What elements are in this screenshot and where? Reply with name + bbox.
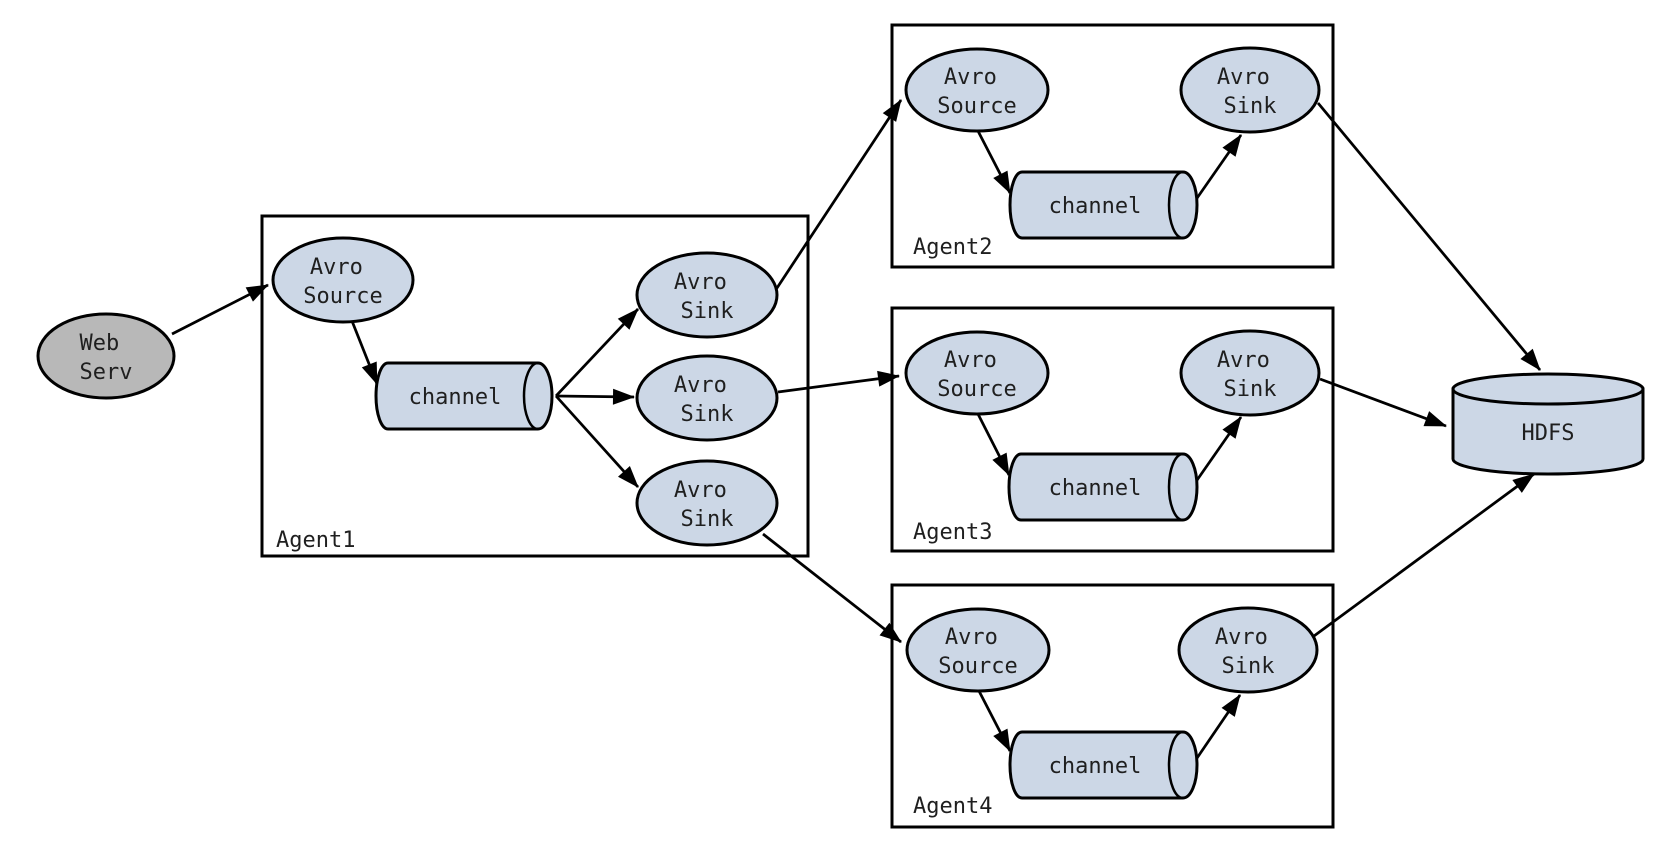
agent4-avro-sink-label: Avro Sink <box>1215 625 1281 679</box>
agent1-channel-rim <box>522 361 539 431</box>
agent4-avro-sink-node <box>1177 606 1319 694</box>
edge-agent1-sink3-to-agent4-source <box>762 532 902 644</box>
agent3-label: Agent3 <box>913 520 992 545</box>
web-server-label: Web Serv <box>80 331 133 385</box>
edge-webserv-to-agent1-source <box>171 283 269 336</box>
agent2-label: Agent2 <box>913 235 992 260</box>
agent4-avro-source-node <box>905 607 1051 693</box>
hdfs-label: HDFS <box>1522 421 1575 446</box>
agent1-avro-sink-1-node <box>635 251 779 339</box>
agent2-box <box>890 23 1335 269</box>
agent1-channel-label: channel <box>409 385 502 410</box>
agent1-avro-sink-3-node <box>635 459 779 547</box>
edge-agent1-channel-to-sink2 <box>555 388 635 405</box>
agent1-avro-sink-2-node <box>635 354 779 442</box>
agent3-channel-rim <box>1167 452 1184 522</box>
agent3-avro-source-node <box>904 330 1050 416</box>
agent1-avro-sink-1-label: Avro Sink <box>674 270 740 324</box>
edge-agent2-channel-to-sink <box>1193 134 1243 202</box>
agent4-label: Agent4 <box>913 794 992 819</box>
agent2-avro-sink-label: Avro Sink <box>1217 65 1283 119</box>
agent1-box <box>260 214 810 558</box>
agent3-channel-label: channel <box>1049 476 1142 501</box>
edge-agent2-source-to-channel <box>976 130 1012 194</box>
edge-agent3-sink-to-hdfs <box>1319 377 1447 428</box>
edge-agent1-channel-to-sink1 <box>554 308 640 397</box>
agent3-box <box>890 306 1335 553</box>
edge-agent4-channel-to-sink <box>1193 694 1242 762</box>
agent3-avro-sink-label: Avro Sink <box>1217 348 1283 402</box>
edge-agent1-sink2-to-agent3-source <box>777 370 900 394</box>
agent2-channel-rim <box>1167 170 1184 240</box>
agent4-avro-source-label: Avro Source <box>938 625 1017 679</box>
agent3-avro-source-label: Avro Source <box>937 348 1016 402</box>
agent4-channel-rim <box>1167 730 1184 800</box>
edge-agent2-sink-to-hdfs <box>1316 102 1542 371</box>
agent2-avro-source-node <box>904 47 1050 133</box>
agent2-channel-label: channel <box>1049 194 1142 219</box>
edge-agent4-source-to-channel <box>977 690 1012 752</box>
hdfs-node-body <box>1451 387 1645 476</box>
agent2-avro-sink-node <box>1179 46 1321 134</box>
agent2-avro-source-label: Avro Source <box>937 65 1016 119</box>
agent4-channel-label: channel <box>1049 754 1142 779</box>
edge-agent1-sink1-to-agent2-source <box>773 99 903 292</box>
edge-agent3-channel-to-sink <box>1193 416 1243 484</box>
agent4-box <box>890 583 1335 829</box>
web-server-node <box>36 312 176 400</box>
agent1-avro-source-node <box>271 236 415 324</box>
agent1-avro-source-label: Avro Source <box>303 255 382 309</box>
edge-agent4-sink-to-hdfs <box>1313 472 1535 638</box>
agent1-avro-sink-2-label: Avro Sink <box>674 373 740 427</box>
edge-agent3-source-to-channel <box>976 413 1011 476</box>
edge-agent1-source-to-channel <box>350 320 379 385</box>
agent3-avro-sink-node <box>1179 329 1321 417</box>
agent1-avro-sink-3-label: Avro Sink <box>674 478 740 532</box>
edge-agent1-channel-to-sink3 <box>554 395 640 488</box>
agent1-label: Agent1 <box>276 528 355 553</box>
hdfs-node-top <box>1451 372 1645 406</box>
